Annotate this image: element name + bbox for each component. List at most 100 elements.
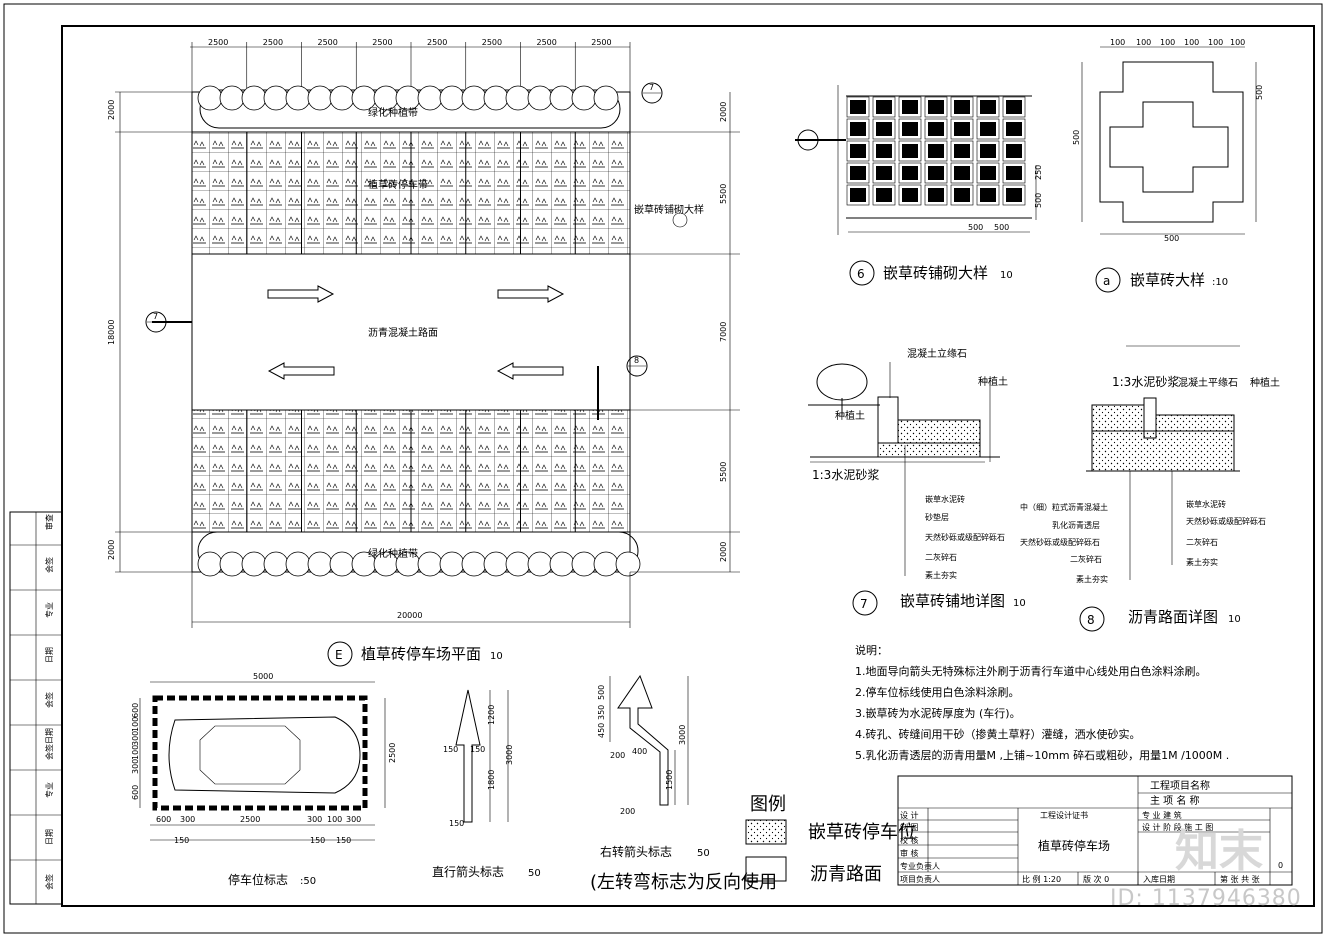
detail-7: 混凝土立缘石 种植土 种植土 1:3水泥砂浆 嵌草水泥砖 砂垫层 天然砂砾或级配… (808, 347, 1026, 616)
grass-cell (1006, 100, 1022, 114)
detail-7-label: 混凝土立缘石 (907, 347, 967, 360)
tb-role: 专业负责人 (900, 861, 940, 871)
shrub-icon (593, 85, 619, 111)
right-arrow-title: 右转箭头标志 (600, 844, 672, 859)
shrub-icon (285, 551, 311, 577)
dim-label: 2500 (388, 743, 397, 763)
paver-cell (924, 162, 948, 184)
callout-label: 嵌草砖铺砌大样 (634, 203, 704, 216)
shrub-icon (395, 85, 421, 111)
paver-cell (950, 140, 974, 162)
paver-cell (846, 162, 870, 184)
sidebar-label: 会签日期 (44, 728, 54, 760)
base-layer (1091, 430, 1235, 472)
dim-label: 2500 (372, 38, 392, 47)
straight-arrow-scale: 50 (528, 868, 541, 879)
dim-label: 500 (1164, 234, 1179, 243)
section-marker-7-left (145, 311, 167, 333)
dim-label: 2000 (719, 542, 728, 562)
dim-label: 350 (597, 705, 606, 720)
grass-cell (850, 100, 866, 114)
tb-zero: 0 (1278, 861, 1283, 870)
dim-label: 300 (131, 731, 140, 746)
dim-label: 100 (1208, 38, 1223, 47)
paver-cell (976, 96, 1000, 118)
paver-cell (846, 184, 870, 206)
sidebar-label: 会签 (44, 557, 54, 573)
shrub-icon (307, 85, 333, 111)
dim-label: 20000 (397, 611, 422, 620)
shrub-icon (461, 85, 487, 111)
straight-arrow-title: 直行箭头标志 (432, 864, 504, 879)
paver-outline (1099, 61, 1244, 223)
tb-sub-project: 主 项 名 称 (1150, 794, 1200, 807)
section-marker-7-top (641, 82, 663, 104)
dim-label: 150 (336, 836, 351, 845)
layer-label: 嵌草水泥砖 (1186, 499, 1226, 509)
shrub-icon (307, 551, 333, 577)
dim-label: 600 (131, 785, 140, 800)
dim-label: 150 (310, 836, 325, 845)
outer-frame (3, 3, 1323, 934)
detail-8-title: 沥青路面详图 (1128, 608, 1218, 626)
paver-cell (872, 118, 896, 140)
grass-cell (902, 100, 918, 114)
shrub-icon (483, 85, 509, 111)
tb-cert: 工程设计证书 (1040, 810, 1088, 820)
legend-item-paver: 嵌草砖停车位 (808, 822, 916, 843)
shrub-icon (549, 551, 575, 577)
paver-cell (898, 118, 922, 140)
dim-label: 500 (1072, 130, 1081, 145)
dim-label: 300 (131, 759, 140, 774)
grass-cell (876, 122, 892, 136)
shrub-icon (439, 551, 465, 577)
shrub-icon (571, 85, 597, 111)
shrub-icon (593, 551, 619, 577)
dim-label: 1500 (665, 770, 674, 790)
layer-label: 嵌草水泥砖 (925, 494, 965, 504)
road-label: 沥青混凝土路面 (368, 326, 438, 339)
grass-cell (1006, 122, 1022, 136)
tb-role: 审 核 (900, 848, 919, 858)
note-item: 4.砖孔、砖缝间用干砂（掺黄土草籽）灌缝，洒水使砂实。 (855, 728, 1141, 741)
dim-label: 1800 (487, 770, 496, 790)
shrub-icon (351, 85, 377, 111)
grass-cell (954, 144, 970, 158)
grass-cell (876, 100, 892, 114)
shrub-icon (263, 551, 289, 577)
paver-cell (1002, 140, 1026, 162)
dim-label: 100 (327, 815, 342, 824)
grass-cell (928, 122, 944, 136)
sidebar-label: 专业 (44, 602, 54, 618)
paver-cell (1002, 118, 1026, 140)
plan-title-scale: 10 (490, 651, 503, 662)
shrub-icon (461, 551, 487, 577)
shrub-icon (197, 85, 223, 111)
section-marker-8 (626, 355, 648, 377)
sidebar-label: 日期 (45, 829, 54, 845)
layer-label: 天然砂砾或级配碎砾石 (1186, 516, 1266, 526)
shrub-icon (417, 85, 443, 111)
detail-8-symbol (1079, 606, 1105, 632)
shrub-icon (571, 551, 597, 577)
shrub-icon (241, 551, 267, 577)
paver-cell (924, 184, 948, 206)
asphalt-layer (1091, 404, 1145, 432)
layer-label: 素土夯实 (1076, 574, 1108, 584)
dim-label: 100 (1184, 38, 1199, 47)
layer-label: 天然砂砾或级配碎砾石 (925, 532, 1005, 542)
note-item: 3.嵌草砖为水泥砖厚度为 (车行)。 (855, 707, 1021, 720)
layer-label: 二灰碎石 (925, 552, 957, 562)
shrub-icon (417, 551, 443, 577)
shrub-icon (241, 85, 267, 111)
grass-cell (1006, 144, 1022, 158)
grass-cell (902, 188, 918, 202)
inner-frame (61, 25, 1315, 907)
paver-cell (976, 162, 1000, 184)
right-turn-arrow-mark: 500 350 450 200 400 1500 3000 200 右转箭头标志… (590, 674, 777, 893)
stall-dashed-border (152, 695, 368, 811)
dim-label: 500 (1255, 85, 1264, 100)
dim-label: 5000 (253, 672, 273, 681)
green-band-label-top: 绿化种植带 (368, 106, 418, 119)
